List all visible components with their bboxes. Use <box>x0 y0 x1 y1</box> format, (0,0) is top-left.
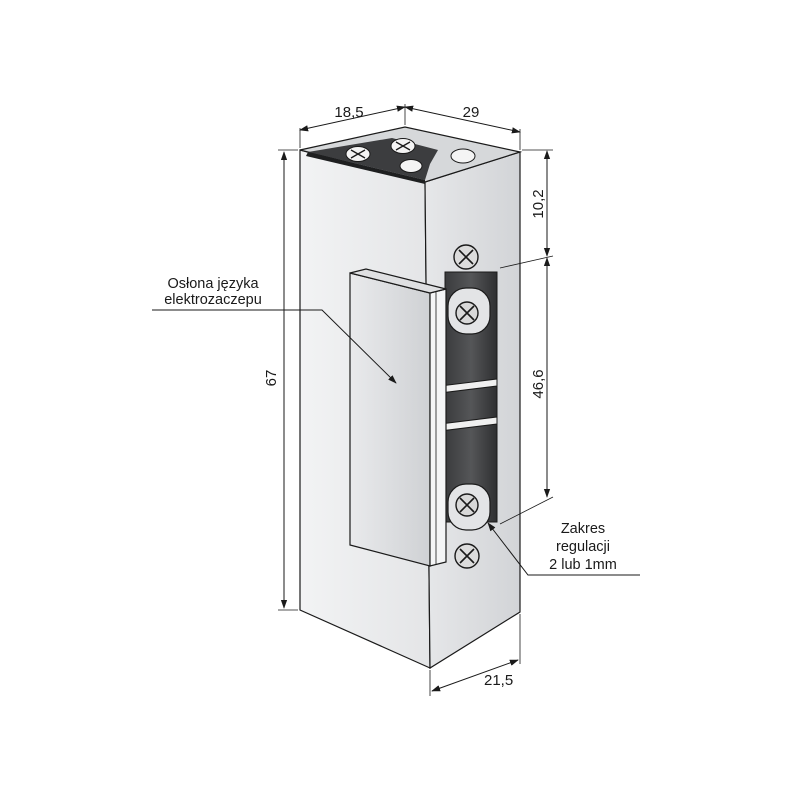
top-screw-right-icon <box>390 138 416 154</box>
labels: Osłona języka elektrozaczepu Zakres regu… <box>152 276 640 576</box>
mount-screw-top-icon <box>453 244 479 270</box>
label-adjust-line1: Zakres <box>561 521 605 537</box>
label-adjust-line3: 2 lub 1mm <box>549 557 617 573</box>
label-cover-line2: elektrozaczepu <box>164 292 262 308</box>
adjust-screw-bottom-icon <box>459 497 475 513</box>
top-screw-left-icon <box>345 146 371 162</box>
latch-cover-edge <box>429 288 447 567</box>
leader-adjust <box>487 522 640 576</box>
dim-line-bottom-width <box>431 659 519 692</box>
mount-screw-bottom-icon <box>454 543 480 569</box>
terminal-plate-edge <box>306 152 425 184</box>
leader-cover <box>152 309 397 384</box>
dim-line-top-width <box>404 105 521 134</box>
dim-top-width: 29 <box>463 104 480 121</box>
latch-cover-face <box>349 272 431 567</box>
dim-bottom-width: 21,5 <box>484 672 513 689</box>
label-adjust-line2: regulacji <box>556 539 610 555</box>
latch-cover-top <box>349 268 447 294</box>
dim-keeper-height: 46,6 <box>530 369 547 398</box>
dimensions: 18,5 29 10,2 46,6 67 21,5 <box>263 104 554 696</box>
adjust-plate-top <box>447 287 491 335</box>
top-hole-right-icon <box>450 148 476 164</box>
adjust-screw-top-icon <box>459 305 475 321</box>
dim-line-top-depth <box>299 105 406 132</box>
top-hole-icon <box>399 159 423 173</box>
dim-upper-offset: 10,2 <box>530 189 547 218</box>
dim-top-depth: 18,5 <box>334 104 363 121</box>
latch-cover <box>349 268 447 567</box>
dim-total-height: 67 <box>263 370 280 387</box>
label-cover-line1: Osłona języka <box>167 276 259 292</box>
adjust-plate-bottom <box>447 483 491 531</box>
front-details <box>439 244 498 569</box>
